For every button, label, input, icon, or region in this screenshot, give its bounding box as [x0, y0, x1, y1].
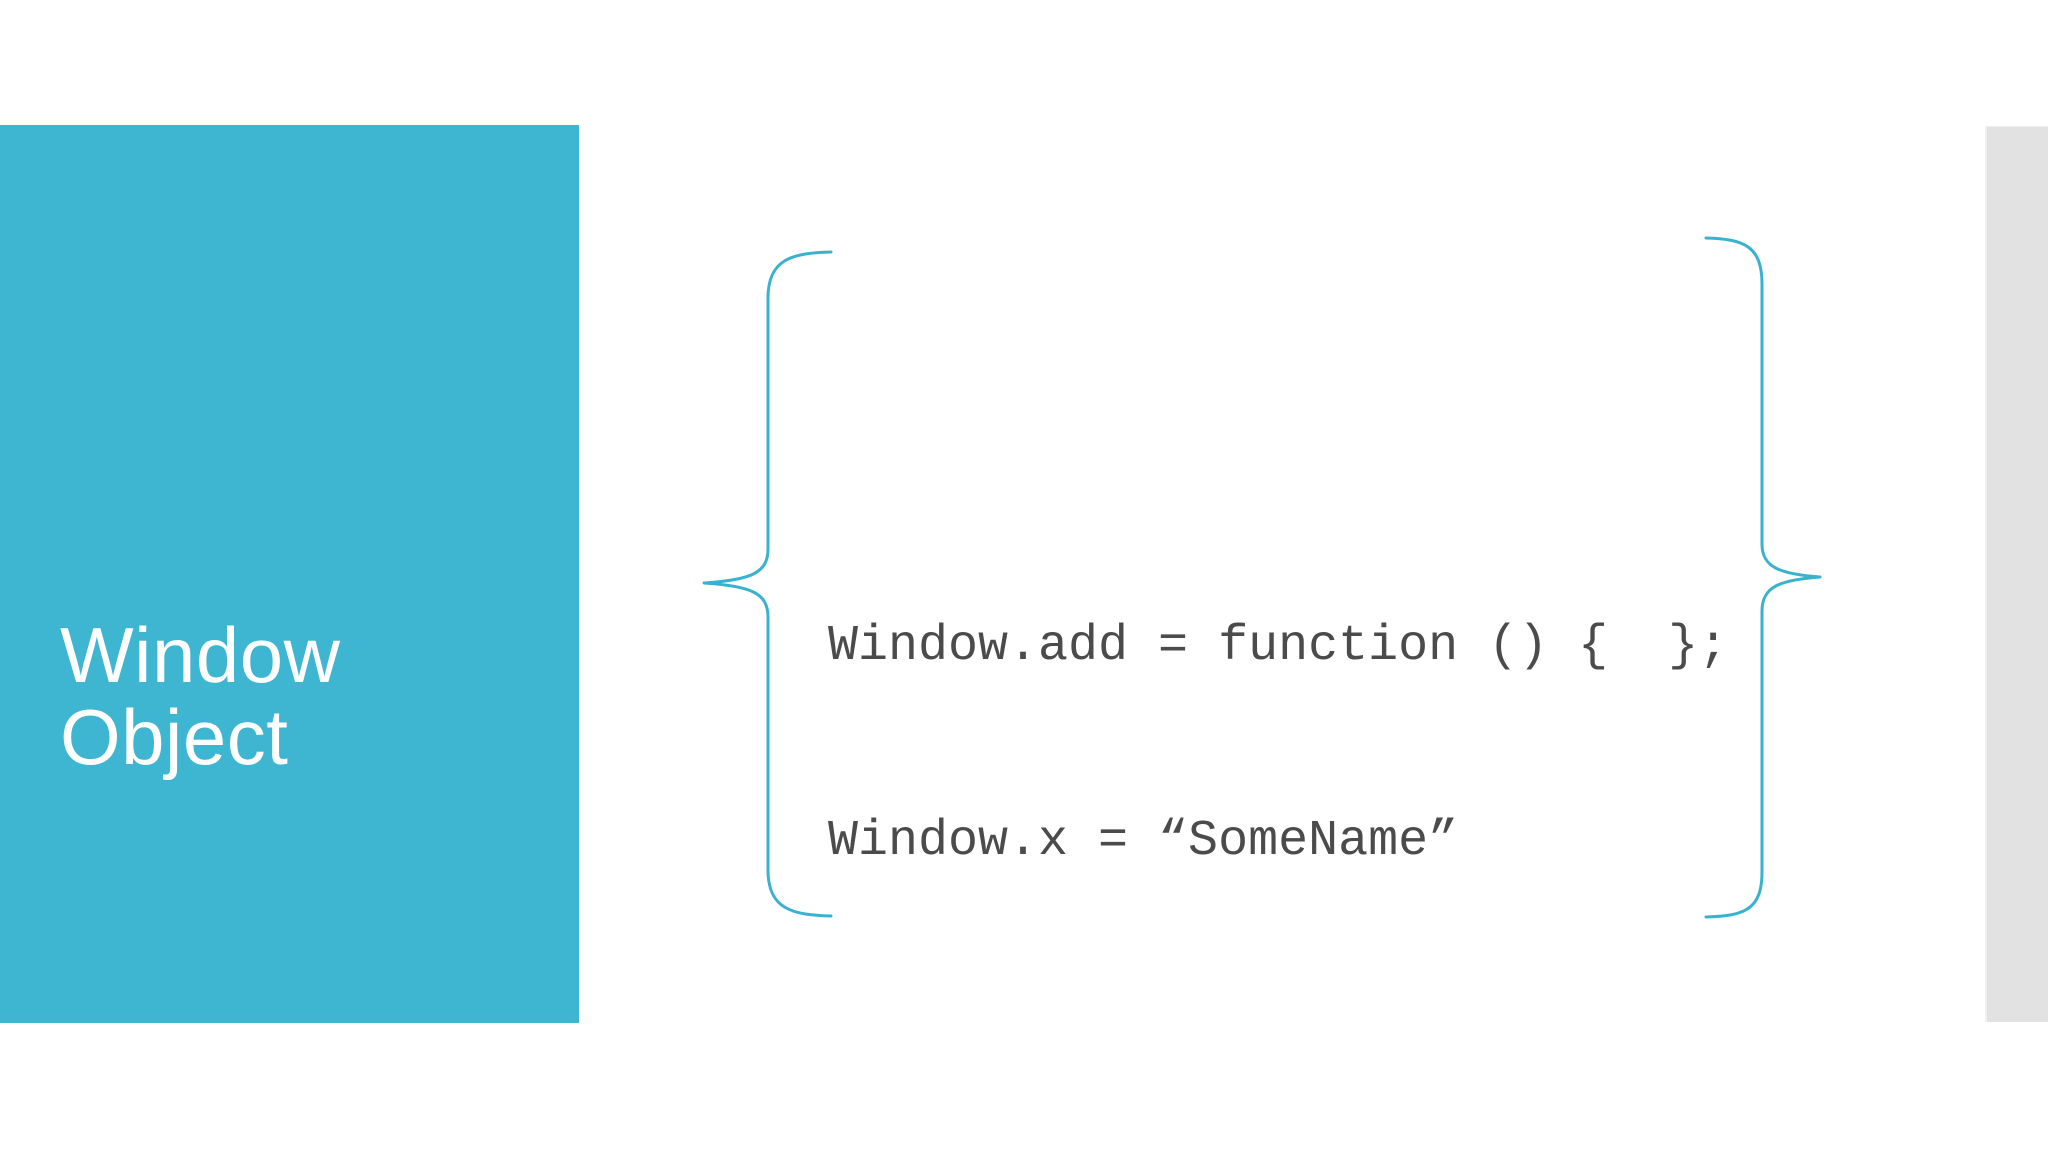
title-panel: Window Object — [0, 125, 579, 1023]
left-curly-brace-icon — [702, 250, 833, 918]
code-line-2: Window.x = “SomeName” — [828, 813, 1459, 870]
code-line-1: Window.add = function () { }; — [828, 618, 1729, 675]
slide-title: Window Object — [60, 611, 341, 781]
right-edge-bar — [1985, 126, 2048, 1022]
code-block: Window.add = function () { }; Window.x =… — [828, 484, 1728, 1004]
